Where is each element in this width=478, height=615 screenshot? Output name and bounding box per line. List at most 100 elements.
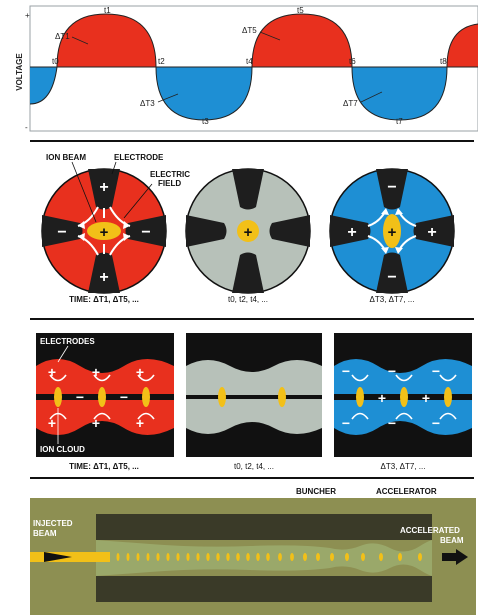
beam-channel	[96, 540, 432, 576]
svg-text:+: +	[92, 364, 100, 380]
accelerator-panel: BUNCHER ACCELERATOR INJECTED BEAM ACCELE…	[30, 487, 476, 615]
interval-leader-dt5	[259, 31, 281, 41]
svg-text:+: +	[136, 364, 144, 380]
charge-left: −	[57, 224, 66, 241]
svg-text:−: −	[388, 415, 396, 431]
caption-neutral: t0, t2, t4, ...	[228, 295, 268, 304]
accelerated-beam-label-line-1: ACCELERATED	[400, 526, 460, 535]
longitudinal-neutral	[186, 333, 322, 457]
positive-half-cycle-3	[447, 24, 478, 67]
charge-top: +	[99, 179, 108, 196]
tube-lower-vane	[96, 576, 432, 602]
longitudinal-captions: TIME: ΔT1, ΔT5, ... t0, t2, t4, ... ΔT3,…	[69, 462, 425, 471]
time-label-t7: t7	[396, 117, 403, 126]
electrode-label: ELECTRODE	[114, 153, 164, 162]
accelerated-beam-label-line-2: BEAM	[440, 536, 464, 545]
longitudinal-positive: +++ +++ −−	[36, 333, 174, 457]
ion-beam-blob	[87, 222, 121, 240]
svg-text:−: −	[388, 363, 396, 379]
time-label-t6: t6	[349, 57, 356, 66]
svg-text:+: +	[48, 415, 56, 431]
electric-field-leader	[123, 183, 153, 219]
caption-negative: ΔT3, ΔT7, ...	[370, 295, 415, 304]
caption-positive: TIME: ΔT1, ΔT5, ...	[69, 295, 139, 304]
electrode-left	[330, 215, 371, 247]
ion-clouds	[54, 387, 150, 407]
svg-text:−: −	[342, 415, 350, 431]
electrode-top	[376, 169, 408, 210]
electrode-charges: +++ +++ −−	[48, 364, 144, 431]
negative-half-cycle-0	[30, 67, 57, 104]
tube-upper-vane	[96, 514, 432, 540]
interval-label-dt1: ΔT1	[55, 32, 70, 41]
plus-axis-sign: +	[25, 11, 30, 20]
accelerated-beam-arrow-shaft	[442, 553, 456, 561]
y-axis-label: VOLTAGE	[15, 53, 24, 91]
electrode-bottom	[88, 252, 120, 293]
caption-neutral: t0, t2, t4, ...	[234, 462, 274, 471]
electrode-top	[232, 169, 264, 210]
ion-beam-label: ION BEAM	[46, 153, 86, 162]
time-label-t5: t5	[297, 6, 304, 15]
buncher-label: BUNCHER	[296, 487, 336, 496]
charge-bottom: +	[99, 269, 108, 286]
time-labels: t0 t1 t2 t3 t4 t5 t6 t7 t8	[52, 6, 447, 126]
ion-beam-blob	[237, 220, 259, 242]
interval-leader-dt7	[360, 91, 383, 103]
ion-beam-blob	[383, 214, 401, 248]
electrode-charges: − − + +	[347, 179, 436, 286]
cross-section-neutral: +	[185, 168, 311, 294]
svg-text:+: +	[136, 415, 144, 431]
interval-leader-dt1	[71, 36, 89, 45]
ion-beam-leader	[71, 161, 97, 223]
ion-clouds	[218, 387, 286, 407]
electrode-upper	[334, 359, 472, 395]
field-arrowheads	[381, 208, 403, 254]
time-label-t2: t2	[158, 57, 165, 66]
interval-label-dt3: ΔT3	[140, 99, 155, 108]
ion-charge: +	[244, 224, 253, 241]
interval-labels: ΔT1 ΔT3 ΔT5 ΔT7	[55, 26, 383, 108]
field-arrowheads	[78, 221, 130, 241]
electrode-bottom	[232, 252, 264, 293]
svg-text:+: +	[92, 415, 100, 431]
electrode-lower	[334, 399, 472, 435]
minus-axis-sign: -	[25, 123, 28, 132]
caption-positive: TIME: ΔT1, ΔT5, ...	[69, 462, 139, 471]
charge-right: −	[141, 224, 150, 241]
electrode-upper	[186, 360, 322, 395]
electrodes-label: ELECTRODES	[40, 337, 95, 346]
svg-text:−: −	[342, 363, 350, 379]
negative-half-cycle-1	[156, 67, 252, 120]
electrode-left	[42, 215, 83, 247]
electrode-charges: + + − −	[57, 179, 150, 286]
svg-text:−: −	[120, 389, 128, 405]
electrode-right	[413, 215, 454, 247]
time-label-t3: t3	[202, 117, 209, 126]
charge-left: +	[347, 224, 356, 241]
interval-label-dt5: ΔT5	[242, 26, 257, 35]
electrode-top	[88, 169, 120, 210]
injected-beam-label-line-2: BEAM	[33, 529, 57, 538]
time-label-t0: t0	[52, 57, 59, 66]
ion-charge: +	[100, 224, 109, 241]
electrodes-leader	[57, 345, 69, 363]
svg-text:−: −	[76, 389, 84, 405]
cross-section-positive: + + − − +	[41, 168, 167, 294]
electrode-lower	[36, 399, 174, 435]
accelerator-label: ACCELERATOR	[376, 487, 437, 496]
cross-section-captions: TIME: ΔT1, ΔT5, ... t0, t2, t4, ... ΔT3,…	[69, 295, 414, 304]
longitudinal-panel: +++ +++ −−	[36, 333, 472, 471]
charge-bottom: −	[387, 269, 396, 286]
svg-text:−: −	[432, 363, 440, 379]
electrode-left	[186, 215, 227, 247]
negative-half-cycle-2	[352, 67, 447, 120]
accelerated-beam-arrow-head	[456, 549, 468, 565]
electrode-right	[269, 215, 310, 247]
electrode-lower	[186, 399, 322, 434]
electrode-charges: −−− −−− ++	[342, 363, 440, 431]
electrode-upper	[36, 359, 174, 395]
positive-half-cycle-1	[57, 14, 156, 67]
